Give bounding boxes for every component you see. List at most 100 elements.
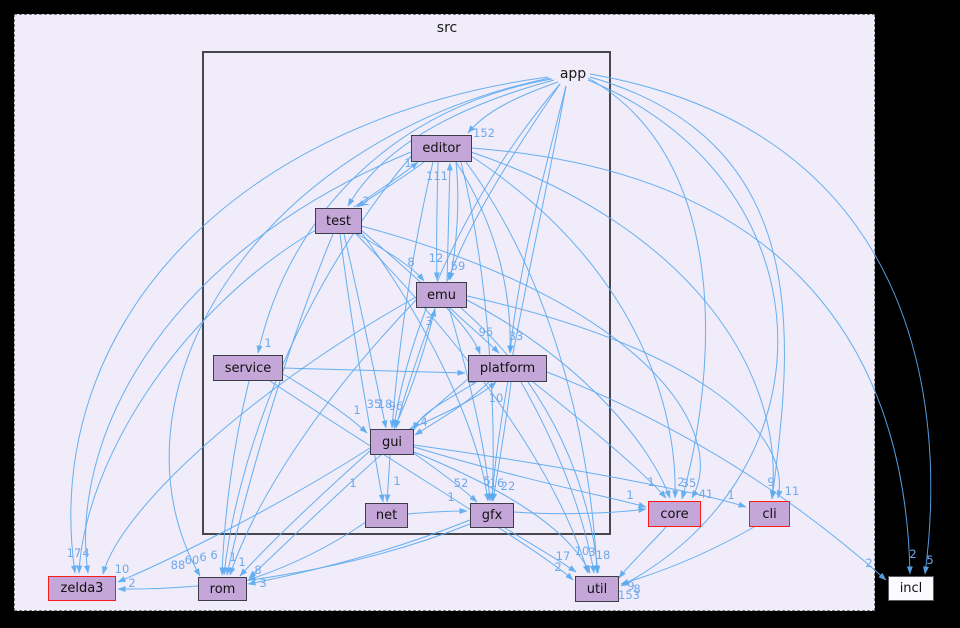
node-util[interactable]: util [575, 576, 619, 602]
edge-label-core-to-util: 9 [627, 579, 635, 593]
edge-label-platform-to-gui: 96 [388, 399, 404, 413]
node-gui[interactable]: gui [370, 429, 414, 455]
edge-label-test-to-core: 41 [698, 487, 714, 501]
edge-test-to-core [360, 225, 701, 499]
node-net[interactable]: net [365, 503, 408, 528]
edge-gui-to-util [413, 451, 591, 574]
edge-emu-to-zelda3 [102, 296, 417, 575]
app-cluster [202, 51, 611, 535]
edge-label-platform-to-rom: 8 [254, 563, 262, 577]
edge-label-emu-to-gui: 35 [366, 397, 382, 411]
edge-net-to-rom [247, 521, 367, 581]
edge-app-to-util [587, 79, 779, 587]
edge-service-to-rom [219, 380, 250, 576]
edge-label-gfx-to-zelda3: 2 [128, 576, 136, 590]
edge-label-test-to-emu: 8 [407, 255, 415, 269]
edge-app-to-emu [447, 83, 561, 281]
edge-label-app-to-incl: 5 [926, 553, 934, 567]
node-core[interactable]: core [648, 501, 701, 527]
edge-label-emu-to-util: 3 [588, 545, 596, 559]
edge-test-to-rom [225, 233, 334, 576]
edge-test-to-zelda3 [76, 229, 317, 574]
edge-editor-to-core [470, 155, 679, 499]
edge-editor-to-emu [433, 161, 440, 281]
edge-test-to-util [355, 233, 589, 574]
edge-label-editor-to-emu: 59 [450, 259, 466, 273]
edge-editor-to-platform [455, 161, 514, 354]
edge-label-test-to-editor: 1 [404, 156, 412, 170]
node-zelda3[interactable]: zelda3 [48, 576, 116, 601]
node-service[interactable]: service [213, 355, 283, 381]
edge-platform-to-core [532, 381, 667, 499]
edge-emu-to-gfx [448, 307, 493, 502]
edge-label-platform-to-core: 35 [681, 476, 697, 490]
node-editor[interactable]: editor [411, 135, 472, 162]
edge-gfx-to-util [504, 527, 577, 573]
edge-label-gui-to-cli: 1 [727, 488, 735, 502]
edge-app-to-zelda3 [70, 76, 549, 574]
edge-app-to-editor [467, 81, 559, 134]
edge-label-app-to-util: 153 [618, 588, 640, 602]
node-platform[interactable]: platform [468, 355, 547, 382]
edge-label-editor-to-platform: 33 [508, 329, 524, 343]
edge-label-editor-to-core: 1 [626, 488, 634, 502]
edge-label-emu-to-editor: 111 [426, 169, 448, 183]
node-test[interactable]: test [315, 208, 362, 234]
app-cluster-label: app [559, 66, 587, 82]
edge-test-to-gfx [360, 231, 490, 502]
edge-label-gfx-to-util: 2 [554, 560, 562, 574]
edge-cli-to-util [620, 526, 755, 585]
edge-platform-to-util [520, 381, 596, 574]
edge-editor-to-gfx [460, 161, 496, 502]
edge-test-to-net [339, 233, 385, 503]
edge-emu-to-cli [466, 295, 783, 499]
edge-label-gfx-to-rom: 1 [229, 550, 237, 564]
edge-label-emu-to-platform: 95 [478, 325, 494, 339]
edge-app-to-service [256, 78, 553, 354]
edge-label-editor-to-gfx: 5 [483, 474, 491, 488]
edge-label-editor-to-test: 2 [362, 194, 370, 208]
node-emu[interactable]: emu [416, 282, 467, 308]
edge-label-emu-to-gfx: 16 [489, 476, 505, 490]
edge-label-test-to-rom: 88 [170, 558, 186, 572]
edge-label-net-to-gfx: 1 [447, 490, 455, 504]
edge-label-gui-to-core: 2 [677, 475, 685, 489]
edge-emu-to-platform [449, 307, 500, 354]
edge-label-app-to-editor: 152 [473, 126, 495, 140]
edge-gui-to-net [384, 454, 391, 503]
edge-platform-to-rom [248, 378, 469, 579]
edge-gui-to-emu [393, 308, 437, 430]
node-incl[interactable]: incl [888, 576, 934, 601]
edge-gfx-to-core [513, 507, 647, 515]
edge-emu-to-rom [229, 299, 417, 576]
edge-gui-to-gfx [411, 451, 478, 503]
edge-label-service-to-gui: 1 [353, 403, 361, 417]
edge-platform-to-incl [546, 371, 887, 581]
edge-editor-to-incl [470, 147, 913, 575]
edge-platform-to-gui [414, 380, 491, 436]
edge-label-gui-to-rom: 6 [210, 548, 218, 562]
edge-label-editor-to-emu: 12 [428, 251, 444, 265]
edge-label-editor-to-incl: 2 [909, 547, 917, 561]
edge-gui-to-zelda3 [117, 447, 371, 583]
node-gfx[interactable]: gfx [470, 503, 514, 528]
edge-label-emu-to-rom: 6 [199, 550, 207, 564]
node-cli[interactable]: cli [749, 501, 790, 527]
edge-editor-to-gui [389, 161, 434, 429]
edge-app-to-rom [168, 77, 551, 577]
edge-app-to-test [347, 79, 555, 207]
edge-editor-to-util [465, 161, 600, 574]
edge-label-gui-to-zelda3: 10 [114, 562, 130, 576]
src-cluster-label: src [436, 20, 458, 36]
edge-label-editor-to-rom: 60 [184, 553, 200, 567]
node-rom[interactable]: rom [198, 577, 247, 601]
edge-emu-to-util [460, 307, 601, 574]
edge-emu-to-editor [446, 162, 453, 283]
edge-service-to-util [269, 380, 574, 581]
edge-label-gui-to-net: 1 [393, 474, 401, 488]
edge-label-emu-to-core: 1 [647, 475, 655, 489]
edge-app-to-cli [589, 76, 785, 500]
edge-label-app-to-rom: 3 [259, 576, 267, 590]
edge-label-gui-to-platform: 10 [488, 391, 504, 405]
